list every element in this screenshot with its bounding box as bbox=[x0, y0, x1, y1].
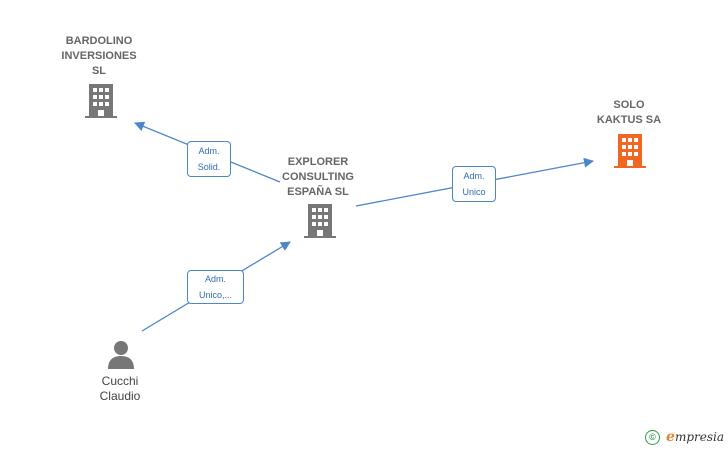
building-icon[interactable] bbox=[304, 204, 336, 238]
brand-logo[interactable]: empresia bbox=[666, 429, 724, 445]
building-icon[interactable] bbox=[614, 134, 646, 168]
edge-label-adm-unico-etc[interactable]: Adm. Unico,... bbox=[187, 270, 244, 304]
edge-label-adm-solid[interactable]: Adm. Solid. bbox=[187, 141, 231, 177]
node-label-cucchi: Cucchi Claudio bbox=[99, 374, 141, 403]
node-label-solo: SOLO KAKTUS SA bbox=[596, 99, 662, 126]
person-icon[interactable] bbox=[106, 339, 136, 369]
edge-label-adm-unico[interactable]: Adm. Unico bbox=[452, 166, 496, 202]
node-label-explorer: EXPLORER CONSULTING ESPAÑA SL bbox=[282, 156, 354, 198]
building-icon[interactable] bbox=[85, 84, 117, 118]
footer-brand: © empresia bbox=[645, 429, 724, 445]
node-label-bardolino: BARDOLINO INVERSIONES SL bbox=[61, 35, 137, 77]
copyright-icon: © bbox=[645, 429, 661, 445]
